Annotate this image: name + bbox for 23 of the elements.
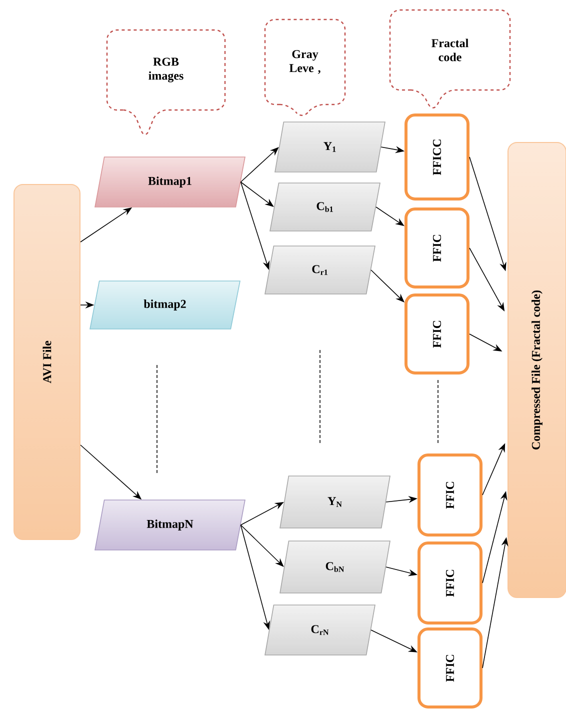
data-parallelogram: bitmap2	[90, 280, 240, 330]
data-parallelogram: Bitmap1	[94, 156, 246, 208]
data-parallelogram: Y$_{N}$	[280, 476, 390, 528]
callout-bubble: Gray Leve ,	[264, 18, 346, 116]
file-box: AVI File	[14, 184, 80, 540]
code-box: FFICC	[404, 114, 470, 200]
file-box: Compressed File (Fractal code)	[508, 142, 566, 598]
data-parallelogram: C$_{b1}$	[270, 182, 380, 232]
data-parallelogram: C$_{r1}$	[264, 246, 376, 294]
code-box: FFIC	[418, 542, 482, 624]
code-box: FFIC	[404, 294, 470, 374]
data-parallelogram: C$_{rN}$	[264, 604, 376, 656]
callout-bubble: RGB images	[106, 29, 226, 136]
code-box: FFIC	[418, 628, 482, 708]
callout-bubble: Fractal code	[389, 9, 511, 108]
code-box: FFIC	[418, 454, 482, 536]
data-parallelogram: C$_{bN}$	[280, 540, 390, 594]
code-box: FFIC	[404, 208, 470, 288]
arrow	[240, 524, 284, 567]
arrow	[240, 147, 279, 182]
data-parallelogram: Y$_{1}$	[274, 122, 386, 172]
data-parallelogram: BitmapN	[94, 500, 246, 550]
arrow	[370, 270, 404, 302]
